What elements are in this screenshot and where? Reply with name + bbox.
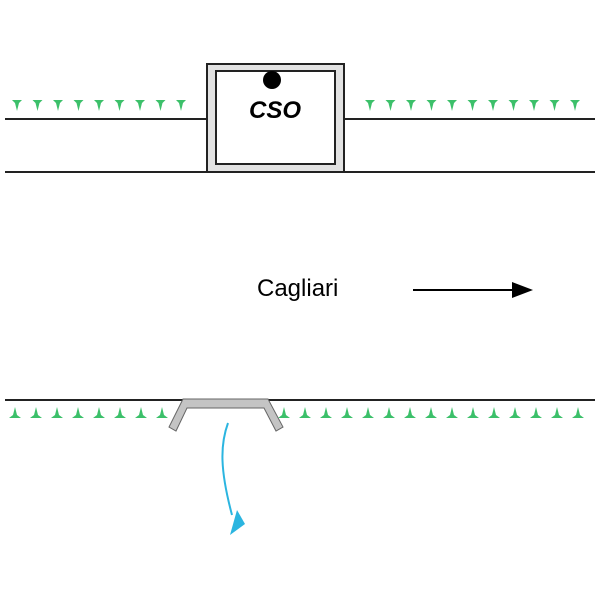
grass-icon xyxy=(406,100,416,111)
grass-icon xyxy=(30,407,42,418)
grass-icon xyxy=(156,407,168,418)
flow-arrow-icon xyxy=(221,422,245,535)
grass-icon xyxy=(155,100,166,111)
grass-icon xyxy=(135,100,145,111)
grass-row-bottom-right xyxy=(278,407,584,418)
grass-icon xyxy=(362,407,374,418)
manhole-dot-icon xyxy=(263,71,281,89)
grass-icon xyxy=(93,407,105,418)
grass-icon xyxy=(72,407,84,418)
grass-icon xyxy=(114,407,126,418)
grass-icon xyxy=(114,100,125,111)
grass-icon xyxy=(446,407,458,418)
grass-icon xyxy=(278,407,290,418)
grass-icon xyxy=(365,100,375,111)
grass-icon xyxy=(320,407,332,418)
grass-icon xyxy=(176,100,186,111)
grass-icon xyxy=(488,407,500,418)
grass-icon xyxy=(570,100,580,111)
grass-icon xyxy=(551,407,563,418)
grass-icon xyxy=(467,100,478,111)
grass-icon xyxy=(508,100,519,111)
street-inlet-grate xyxy=(168,398,284,432)
cso-label: CSO xyxy=(249,97,301,124)
grass-icon xyxy=(426,100,437,111)
grass-icon xyxy=(385,100,396,111)
grass-icon xyxy=(32,100,43,111)
grass-icon xyxy=(9,407,21,418)
grass-row-top-right xyxy=(365,100,580,111)
grass-icon xyxy=(94,100,104,111)
cso-chamber: CSO xyxy=(206,63,345,173)
grass-icon xyxy=(73,100,84,111)
grass-row-top-left xyxy=(12,100,186,111)
cso-inner-box xyxy=(215,70,336,165)
grass-icon xyxy=(488,100,498,111)
grass-icon xyxy=(299,407,311,418)
grass-icon xyxy=(529,100,539,111)
grass-icon xyxy=(383,407,395,418)
grass-icon xyxy=(12,100,22,111)
grass-icon xyxy=(447,100,457,111)
grass-icon xyxy=(425,407,437,418)
grass-icon xyxy=(404,407,416,418)
direction-label: Cagliari xyxy=(257,275,338,302)
grass-row-bottom-left xyxy=(9,407,168,418)
grass-icon xyxy=(51,407,63,418)
grass-icon xyxy=(530,407,542,418)
grass-icon xyxy=(135,407,147,418)
direction-arrow-icon xyxy=(413,282,533,298)
grass-icon xyxy=(53,100,63,111)
grass-icon xyxy=(467,407,479,418)
grass-icon xyxy=(509,407,521,418)
grass-icon xyxy=(572,407,584,418)
grass-icon xyxy=(341,407,353,418)
grass-icon xyxy=(549,100,560,111)
